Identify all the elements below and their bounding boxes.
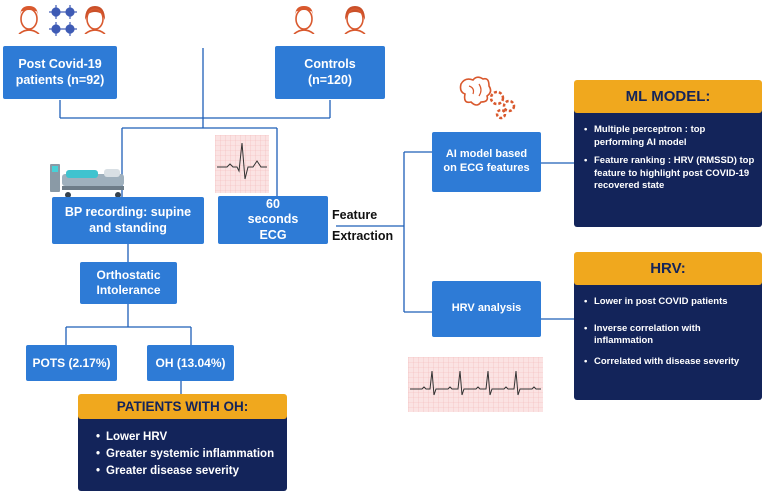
oh-finding-item: Greater systemic inflammation	[96, 446, 274, 463]
oh-box: OH (13.04%)	[147, 345, 234, 381]
hrv-finding-item: Lower in post COVID patients	[584, 296, 756, 309]
hrv-finding-item: Inverse correlation with inflammation	[584, 323, 756, 348]
pots-box: POTS (2.17%)	[26, 345, 117, 381]
patient-face-icon	[84, 6, 106, 34]
hospital-bed-icon	[50, 164, 124, 198]
ml-model-panel: Multiple perceptron : top performing AI …	[574, 100, 762, 227]
coronavirus-icon	[49, 5, 77, 36]
hrv-analysis-box: HRV analysis	[432, 281, 541, 337]
brain-gears-icon	[459, 76, 516, 120]
bp-recording-box: BP recording: supine and standing	[52, 197, 204, 244]
controls-group-box: Controls (n=120)	[275, 46, 385, 99]
patient-face-icon	[293, 6, 315, 34]
hrv-findings-panel: Lower in post COVID patients Inverse cor…	[574, 266, 762, 400]
ecg-strip-icon	[215, 135, 269, 193]
ecg-strip-icon	[408, 357, 543, 412]
oh-panel-title: PATIENTS WITH OH:	[78, 394, 287, 419]
ml-finding-item: Feature ranking : HRV (RMSSD) top featur…	[584, 155, 756, 193]
ai-model-box: AI model based on ECG features	[432, 132, 541, 192]
hrv-finding-item: Correlated with disease severity	[584, 356, 756, 369]
feature-label: Feature	[332, 208, 378, 222]
oh-finding-item: Greater disease severity	[96, 463, 274, 480]
patient-face-icon	[18, 6, 40, 34]
post-covid-group-box: Post Covid-19 patients (n=92)	[3, 46, 117, 99]
extraction-label: Extraction	[332, 229, 394, 243]
ml-panel-title: ML MODEL:	[574, 80, 762, 113]
hrv-panel-title: HRV:	[574, 252, 762, 285]
orthostatic-intolerance-box: Orthostatic Intolerance	[80, 262, 177, 304]
ml-finding-item: Multiple perceptron : top performing AI …	[584, 124, 756, 149]
patient-face-icon	[344, 6, 366, 34]
oh-findings-panel: Lower HRV Greater systemic inflammation …	[78, 405, 287, 491]
ecg-recording-box: 60 seconds ECG	[218, 196, 328, 244]
oh-finding-item: Lower HRV	[96, 429, 274, 446]
